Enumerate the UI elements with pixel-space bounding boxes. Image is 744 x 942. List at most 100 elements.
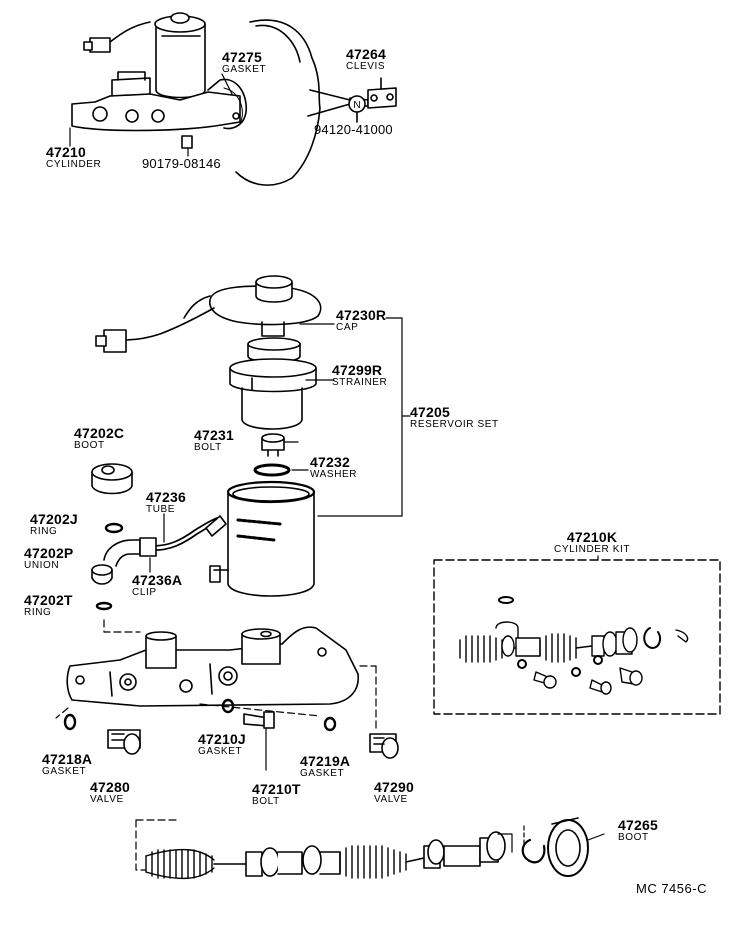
clevis <box>367 77 397 109</box>
cylinder-kit-parts <box>459 596 689 695</box>
part-name: STRAINER <box>332 377 388 388</box>
label-cylinder-kit-47210k: 47210K CYLINDER KIT <box>554 530 630 555</box>
label-cylinder-47210: 47210 CYLINDER <box>46 145 101 170</box>
label-gasket-47275: 47275 GASKET <box>222 50 266 75</box>
label-union-47202p: 47202P UNION <box>24 546 73 571</box>
gasket-47219a-part <box>323 716 337 732</box>
part-name: BOLT <box>194 442 222 453</box>
part-name: VALVE <box>374 794 408 805</box>
label-bolt-47231: 47231 BOLT <box>194 428 234 453</box>
reservoir-strainer <box>229 337 317 430</box>
label-valve-47290: 47290 VALVE <box>374 780 414 805</box>
part-name: UNION <box>24 560 60 571</box>
reservoir-body <box>209 480 316 597</box>
part-number: 47202J <box>30 511 78 527</box>
label-washer-47232: 47232 WASHER <box>310 455 357 480</box>
nut-symbol: N <box>353 100 360 111</box>
piston-assembly <box>135 819 525 880</box>
label-clip-47236a: 47236A CLIP <box>132 573 182 598</box>
part-number: 47210 <box>46 144 86 160</box>
tube-47236 <box>151 513 227 551</box>
part-number: 47218A <box>42 751 93 767</box>
part-name: BOOT <box>74 440 105 451</box>
part-number: 47275 <box>222 49 262 65</box>
top-wire-connector <box>83 21 151 53</box>
master-cylinder-body <box>66 626 359 707</box>
part-number: 90179-08146 <box>142 156 221 171</box>
cylinder-kit-box <box>433 555 721 715</box>
label-bolt-90179: 90179-08146 <box>142 156 221 172</box>
part-name: GASKET <box>300 768 345 779</box>
part-number: 47205 <box>410 404 450 420</box>
lower-guide-bracket <box>103 619 141 633</box>
boot-47202c <box>91 463 133 495</box>
label-tube-47236: 47236 TUBE <box>146 490 186 515</box>
part-number: 47290 <box>374 779 414 795</box>
part-number: 47210T <box>252 781 301 797</box>
reservoir-cap <box>209 275 322 337</box>
part-number: 47236 <box>146 489 186 505</box>
label-clevis-47264: 47264 CLEVIS <box>346 47 386 72</box>
union-47202p <box>91 537 157 585</box>
boot-47265-part <box>547 817 605 877</box>
label-reservoir-set-47205: 47205 RESERVOIR SET <box>410 405 499 430</box>
label-ring-47202j: 47202J RING <box>30 512 78 537</box>
valve-47280-part <box>107 729 141 755</box>
label-nut-94120: 94120-41000 <box>314 122 393 138</box>
master-cylinder-top <box>71 71 247 132</box>
label-gasket-47219a: 47219A GASKET <box>300 754 350 779</box>
label-bolt-47210t: 47210T BOLT <box>252 782 301 807</box>
part-name: GASKET <box>42 766 87 777</box>
part-number: 47236A <box>132 572 183 588</box>
part-name: RING <box>30 526 58 537</box>
part-name: RING <box>24 607 52 618</box>
part-number: 47265 <box>618 817 658 833</box>
part-name: CLIP <box>132 587 157 598</box>
part-name: GASKET <box>198 746 243 757</box>
top-leaders <box>69 73 233 157</box>
snap-ring <box>521 838 546 864</box>
valve-47290-part <box>369 733 399 759</box>
label-cap-47230r: 47230R CAP <box>336 308 386 333</box>
gasket-47218a-part <box>63 713 77 731</box>
bolt-47210t-part <box>243 711 275 771</box>
part-number: 47202T <box>24 592 73 608</box>
top-bolt-90179 <box>181 135 193 149</box>
part-name: CYLINDER KIT <box>554 544 631 555</box>
part-name: GASKET <box>222 64 267 75</box>
brake-booster <box>235 19 369 186</box>
part-name: BOOT <box>618 832 649 843</box>
label-gasket-47210j: 47210J GASKET <box>198 732 246 757</box>
part-number: 47219A <box>300 753 351 769</box>
part-number: 94120-41000 <box>314 122 393 137</box>
top-reservoir <box>154 12 206 99</box>
part-name: VALVE <box>90 794 124 805</box>
ring-47202t <box>95 601 113 611</box>
label-boot-47202c: 47202C BOOT <box>74 426 124 451</box>
part-name: CLEVIS <box>346 61 386 72</box>
part-name: CAP <box>336 322 359 333</box>
part-name: TUBE <box>146 504 176 515</box>
gasket-47210j-part <box>221 698 235 714</box>
part-number: 47230R <box>336 307 387 323</box>
part-name: CYLINDER <box>46 159 102 170</box>
reservoir-wire <box>95 295 215 353</box>
part-name: RESERVOIR SET <box>410 419 499 430</box>
label-boot-47265: 47265 BOOT <box>618 818 658 843</box>
part-number: 47202P <box>24 545 74 561</box>
label-valve-47280: 47280 VALVE <box>90 780 130 805</box>
part-number: 47299R <box>332 362 383 378</box>
figure-code: MC 7456-C <box>636 881 707 896</box>
part-name: BOLT <box>252 796 280 807</box>
label-strainer-47299r: 47299R STRAINER <box>332 363 387 388</box>
ring-47202j <box>104 522 124 534</box>
part-number: 47231 <box>194 427 234 443</box>
part-number: 47202C <box>74 425 125 441</box>
part-number: 47232 <box>310 454 350 470</box>
part-number: 47210K <box>566 529 618 545</box>
part-number: 47210J <box>198 731 246 747</box>
reservoir-set-bracket <box>283 317 411 517</box>
part-number: 47264 <box>346 46 386 62</box>
label-gasket-47218a: 47218A GASKET <box>42 752 92 777</box>
